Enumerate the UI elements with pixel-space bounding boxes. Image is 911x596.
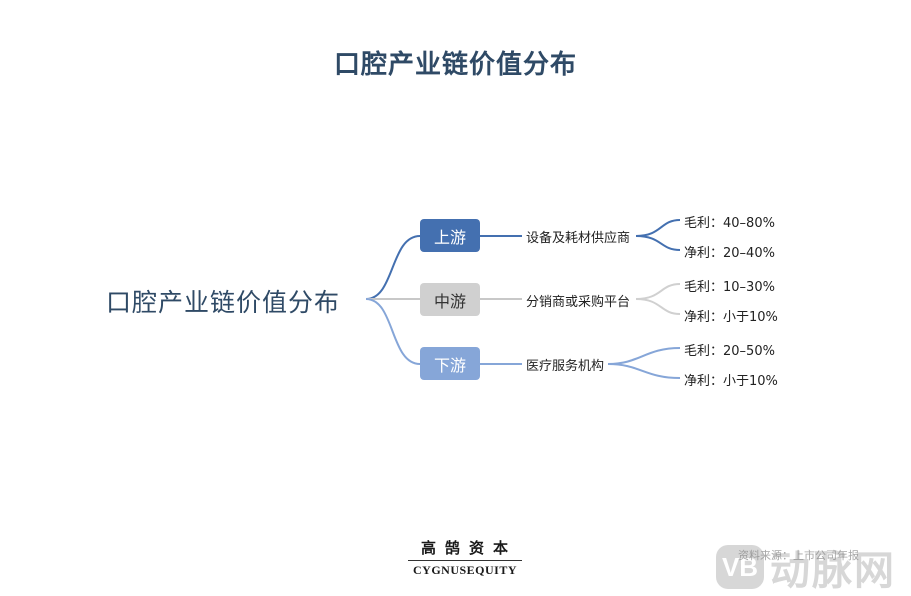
- watermark-badge-icon: VB: [716, 545, 764, 589]
- connector-upstream-leaves: [635, 219, 681, 251]
- connector-downstream-leaves: [607, 347, 681, 379]
- page-title: 口腔产业链价值分布: [333, 50, 577, 80]
- logo-divider: [408, 560, 522, 561]
- root-node: 口腔产业链价值分布: [106, 288, 341, 317]
- logo-chinese: 高鹄资本: [420, 539, 517, 557]
- logo-english: CYGNUSEQUITY: [412, 563, 517, 577]
- connector-root-upstream: [365, 235, 421, 300]
- connector-root-downstream: [365, 298, 421, 365]
- stage-upstream: 上游: [420, 219, 480, 252]
- stage-midstream: 中游: [420, 283, 480, 316]
- leaf-downstream-gross: 毛利：20–50%: [684, 344, 775, 359]
- connector-midstream-leaves: [635, 283, 681, 315]
- leaf-midstream-net: 净利：小于10%: [684, 310, 778, 325]
- leaf-midstream-gross: 毛利：10–30%: [684, 280, 775, 295]
- leaf-downstream-net: 净利：小于10%: [684, 374, 778, 389]
- segment-upstream: 设备及耗材供应商: [526, 231, 631, 246]
- company-logo: 高鹄资本 CYGNUSEQUITY: [400, 537, 530, 578]
- leaf-upstream-net: 净利：20–40%: [684, 246, 775, 261]
- leaf-upstream-gross: 毛利：40–80%: [684, 216, 775, 231]
- segment-downstream: 医疗服务机构: [526, 359, 605, 374]
- segment-midstream: 分销商或采购平台: [526, 295, 631, 310]
- stage-downstream: 下游: [420, 347, 480, 380]
- watermark: VB 动脉网: [716, 538, 896, 596]
- watermark-text: 动脉网: [770, 548, 896, 594]
- source-note: 资料来源：上市公司年报: [738, 549, 859, 562]
